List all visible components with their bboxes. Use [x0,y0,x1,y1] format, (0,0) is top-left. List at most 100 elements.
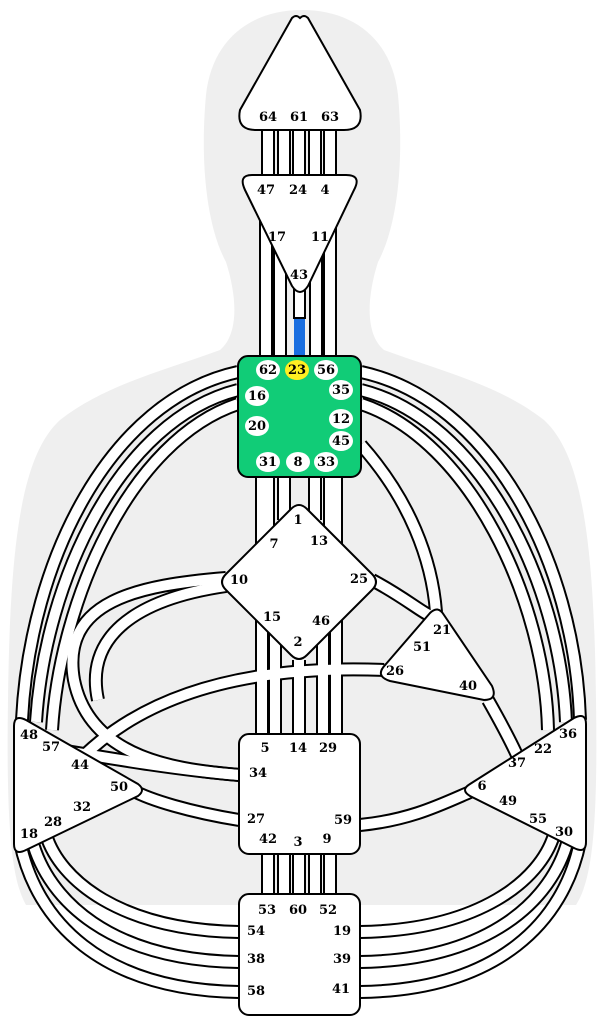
gate-13: 13 [310,534,328,549]
gate-17: 17 [268,230,286,245]
gate-12: 12 [332,412,350,427]
heart-center[interactable]: 21 51 26 40 [379,608,495,702]
gate-marker [314,452,338,472]
throat-center[interactable]: 62 23 56 35 16 12 20 45 31 8 33 [237,355,362,478]
gate-52: 52 [319,903,337,918]
active-gate-marker [285,360,309,380]
gate-33: 33 [317,455,335,470]
gate-61: 61 [290,110,308,125]
channel-core [359,787,472,830]
gate-63: 63 [321,110,339,125]
gate-8: 8 [293,455,302,470]
gate-46: 46 [312,614,330,629]
gate-49: 49 [499,794,517,809]
ajna-center[interactable]: 47 24 4 17 11 43 [241,174,358,293]
gate-1: 1 [293,513,302,528]
gate-15: 15 [263,610,281,625]
gate-2: 2 [293,635,302,650]
gate-57: 57 [42,740,60,755]
gate-31: 31 [259,455,277,470]
gate-28: 28 [44,815,62,830]
head-center[interactable]: 64 61 63 [238,15,362,131]
gate-32: 32 [73,800,91,815]
root-center[interactable]: 53 60 52 54 19 38 39 58 41 [238,893,361,1016]
gate-41: 41 [332,982,350,997]
gate-marker [245,386,269,406]
gate-marker [256,360,280,380]
gate-45: 45 [332,434,350,449]
gate-marker [329,409,353,429]
channel-core [359,367,585,721]
gate-marker [256,452,280,472]
gate-27: 27 [247,812,265,827]
gate-64: 64 [259,110,277,125]
gate-53: 53 [258,903,276,918]
gate-43: 43 [290,268,308,283]
gate-36: 36 [559,727,577,742]
channel-core [17,367,240,721]
gate-marker [286,452,310,472]
channel-core [359,838,573,967]
gate-50: 50 [110,780,128,795]
gate-24: 24 [289,183,307,198]
channel-core [31,385,240,723]
gate-60: 60 [289,903,307,918]
gate-9: 9 [322,832,331,847]
gate-30: 30 [555,825,573,840]
gate-48: 48 [20,728,38,743]
gate-34: 34 [249,766,267,781]
gate-38: 38 [247,952,265,967]
gate-6: 6 [477,779,486,794]
gate-26: 26 [386,664,404,679]
gate-59: 59 [334,813,352,828]
gate-55: 55 [529,812,547,827]
channel-core [27,838,240,967]
gate-40: 40 [459,679,477,694]
solar-plexus-center[interactable]: 36 22 37 6 49 55 30 [464,715,587,851]
gate-56: 56 [317,363,335,378]
gate-21: 21 [433,623,451,638]
active-channel-43-23 [294,318,305,356]
channel-core [41,833,240,937]
gate-29: 29 [319,741,337,756]
gate-20: 20 [248,419,266,434]
gate-7: 7 [269,537,278,552]
channel-core [359,399,553,731]
gate-marker [329,431,353,451]
gate-37: 37 [508,756,526,771]
channel-core [359,833,559,937]
gate-10: 10 [230,573,248,588]
gate-42: 42 [259,832,277,847]
sacral-center[interactable]: 5 14 29 34 27 59 42 3 9 [238,733,361,855]
g-center[interactable]: 1 7 13 10 25 15 46 2 [221,504,377,660]
channel-core [359,840,585,997]
gate-25: 25 [350,572,368,587]
gate-44: 44 [71,758,89,773]
gate-marker [329,380,353,400]
channel-43-23-inactive-half [293,289,306,319]
gate-39: 39 [333,952,351,967]
spleen-center[interactable]: 48 57 44 50 32 28 18 [13,717,143,853]
gate-51: 51 [413,640,431,655]
gate-19: 19 [333,924,351,939]
gate-11: 11 [311,230,329,245]
gate-marker [245,416,269,436]
gate-35: 35 [332,383,350,398]
channel-core [357,441,441,613]
gate-16: 16 [248,389,266,404]
gate-22: 22 [534,742,552,757]
gate-14: 14 [289,741,307,756]
channel-core [47,399,240,731]
channel-core [15,840,240,997]
gate-4: 4 [320,183,329,198]
gate-marker [314,360,338,380]
gate-58: 58 [247,984,265,999]
gate-18: 18 [20,827,38,842]
gate-23: 23 [288,363,306,378]
gate-54: 54 [247,924,265,939]
gate-3: 3 [293,835,302,850]
channel-core [90,581,227,702]
channel-core [66,664,385,774]
gate-47: 47 [257,183,275,198]
